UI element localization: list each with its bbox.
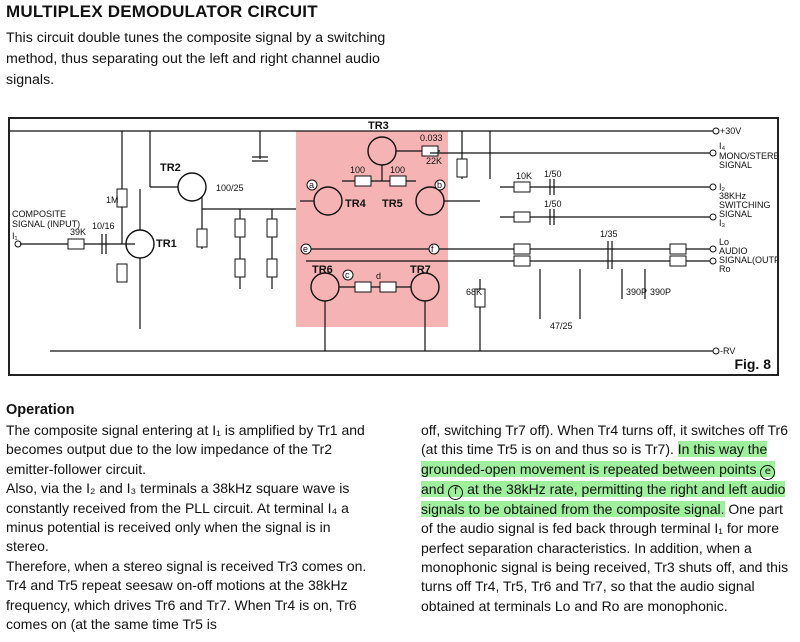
label-supply-neg: -RV (720, 346, 735, 356)
label-1m: 1M (106, 195, 119, 205)
text-run: In this way the grounded-open movement i… (421, 441, 768, 477)
node-label-e: e (303, 244, 308, 254)
node-f (428, 243, 440, 255)
label-tr2: TR2 (160, 162, 181, 174)
node-label-a: a (309, 180, 314, 190)
node-e (300, 243, 312, 255)
label-10-16: 10/16 (92, 221, 115, 231)
node-e-symbol: e (760, 464, 776, 480)
text-run: off, switching Tr7 off). When Tr4 turns … (421, 422, 789, 458)
label-audio-1: AUDIO (719, 246, 748, 256)
paragraph: off, switching Tr7 off). When Tr4 turns … (421, 421, 797, 616)
operation-heading: Operation (6, 402, 75, 418)
label-sw-1: 38KHz (719, 191, 747, 201)
label-i4: I₄ (719, 141, 726, 151)
label-i2: I₂ (719, 182, 726, 192)
terminal-30v (712, 127, 720, 135)
figure-label: Fig. 8 (734, 356, 771, 372)
transistor-tr2 (177, 172, 207, 202)
label-tr1: TR1 (156, 238, 177, 250)
label-lo: Lo (719, 237, 729, 247)
label-1-50b: 1/50 (544, 199, 562, 209)
circuit-diagram: TR2 TR1 TR3 TR4 TR5 TR6 TR7 COMPOSITE SI… (10, 120, 777, 356)
label-10k-i2: 10K (516, 171, 532, 181)
operation-column-2: off, switching Tr7 off). When Tr4 turns … (421, 421, 797, 616)
text-run: at the 38kHz rate, permitting the right … (421, 480, 786, 517)
node-a (306, 179, 318, 191)
label-39k: 39K (70, 227, 86, 237)
label-100b: 100 (390, 165, 405, 175)
label-100-25: 100/25 (216, 183, 244, 193)
terminal-rv (712, 347, 720, 355)
label-22k: 22K (426, 156, 442, 166)
label-i1: I₁ (12, 231, 18, 241)
node-label-c: c (345, 270, 350, 280)
label-signal-input: SIGNAL (INPUT) (12, 219, 80, 229)
label-sw-3: SIGNAL (719, 209, 752, 219)
label-tr5: TR5 (382, 198, 403, 210)
node-b (434, 179, 446, 191)
label-mono-2: SIGNAL (719, 160, 752, 170)
paragraph: Therefore, when a stereo signal is recei… (6, 557, 367, 633)
node-label-d: d (376, 271, 381, 281)
label-mono-1: MONO/STEREO (719, 151, 777, 161)
highlight-region (296, 131, 448, 327)
label-ro: Ro (719, 264, 731, 274)
label-audio-2: SIGNAL(OUTPUT) (719, 255, 777, 265)
resistor-39k (67, 238, 85, 250)
intro-paragraph: This circuit double tunes the composite … (6, 30, 386, 88)
operation-column-1: The composite signal entering at I₁ is a… (6, 421, 370, 634)
page-title: MULTIPLEX DEMODULATOR CIRCUIT (6, 2, 318, 21)
label-tr3: TR3 (368, 120, 389, 132)
label-1-50a: 1/50 (544, 169, 562, 179)
label-tr4: TR4 (345, 198, 367, 210)
label-47-25: 47/25 (550, 321, 573, 331)
label-68k: 68K (466, 287, 482, 297)
label-supply-pos: +30V (720, 126, 741, 136)
text-run: One part of the audio signal is fed back… (421, 500, 789, 614)
text-run: and (421, 480, 445, 497)
label-sw-2: SWITCHING (719, 200, 771, 210)
paragraph: The composite signal entering at I₁ is a… (6, 422, 365, 477)
label-390p-a: 390P (626, 287, 647, 297)
paragraph: Also, via the I₂ and I₃ terminals a 38kH… (6, 480, 350, 555)
label-composite: COMPOSITE (12, 209, 66, 219)
label-i3: I₃ (719, 218, 726, 228)
label-tr6: TR6 (312, 264, 333, 276)
label-390p-b: 390P (650, 287, 671, 297)
label-0033: 0.033 (420, 133, 443, 143)
node-f-symbol: f (448, 484, 464, 500)
label-1-35: 1/35 (600, 229, 618, 239)
node-label-f: f (431, 244, 434, 254)
label-100a: 100 (350, 165, 365, 175)
circuit-figure: TR2 TR1 TR3 TR4 TR5 TR6 TR7 COMPOSITE SI… (8, 117, 779, 376)
terminal-i1 (14, 240, 22, 248)
label-tr7: TR7 (410, 264, 431, 276)
node-label-b: b (437, 180, 442, 190)
node-c (342, 269, 354, 281)
